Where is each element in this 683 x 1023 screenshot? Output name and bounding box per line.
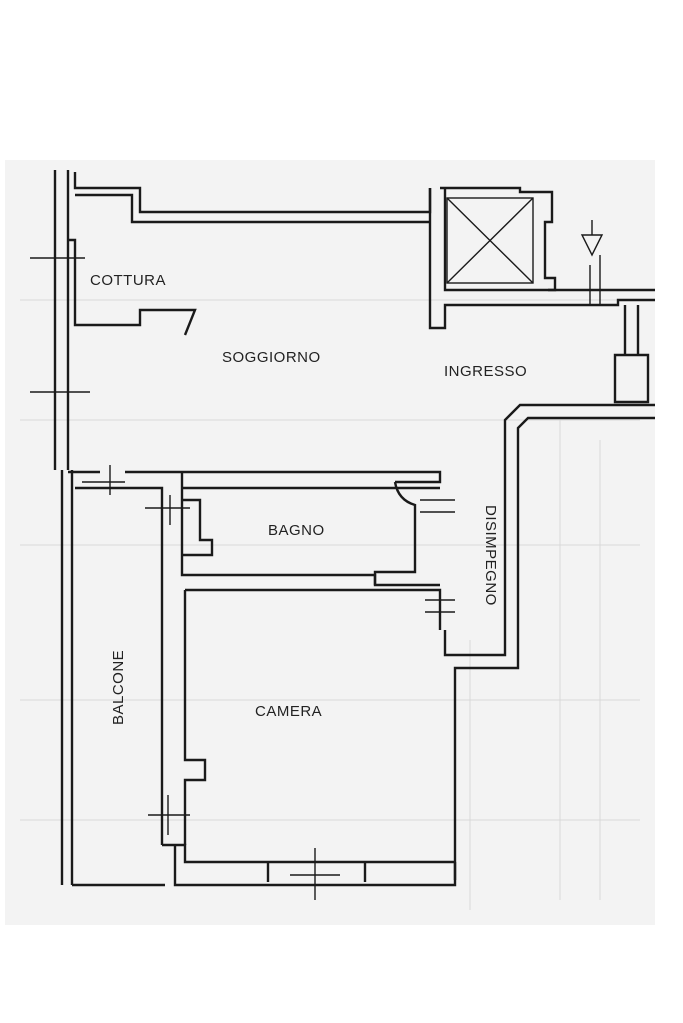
window-marks — [30, 255, 601, 900]
scan-texture — [20, 299, 640, 910]
room-label-soggiorno: SOGGIORNO — [222, 349, 321, 366]
walls — [53, 170, 655, 887]
room-label-cottura: COTTURA — [90, 272, 166, 289]
room-label-balcone: BALCONE — [110, 650, 127, 725]
room-label-ingresso: INGRESSO — [444, 363, 527, 380]
scan-background — [5, 160, 655, 925]
entrance-arrow-icon — [580, 220, 604, 257]
room-label-bagno: BAGNO — [268, 522, 325, 539]
room-label-disimpegno: DISIMPEGNO — [482, 505, 499, 606]
room-label-camera: CAMERA — [255, 703, 322, 720]
